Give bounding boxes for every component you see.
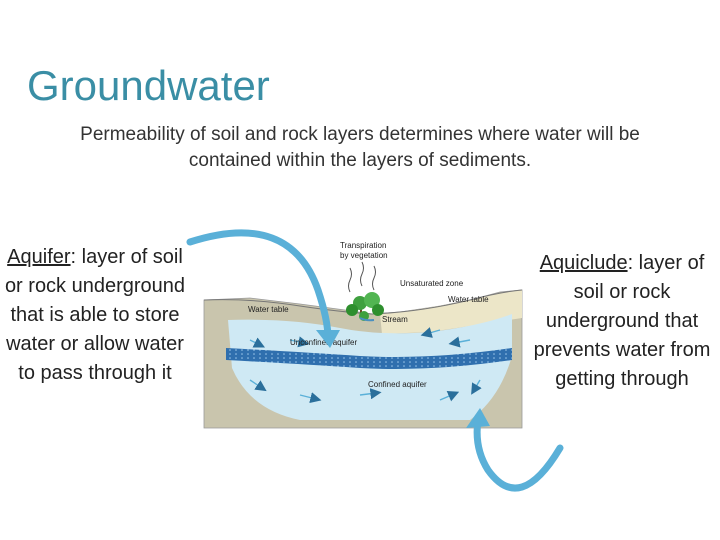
label-water-table-left: Water table [248,305,289,314]
label-transpiration: Transpiration by vegetation [340,241,389,260]
aquiclude-pointer-arrow [477,420,560,488]
label-transpiration-line1: Transpiration [340,241,386,250]
label-stream: Stream [382,315,408,324]
label-unsaturated-zone: Unsaturated zone [400,279,464,288]
label-confined-aquifer: Confined aquifer [368,380,427,389]
label-water-table-right: Water table [448,295,489,304]
label-transpiration-line2: by vegetation [340,251,388,260]
transpiration-arrows [349,262,376,292]
